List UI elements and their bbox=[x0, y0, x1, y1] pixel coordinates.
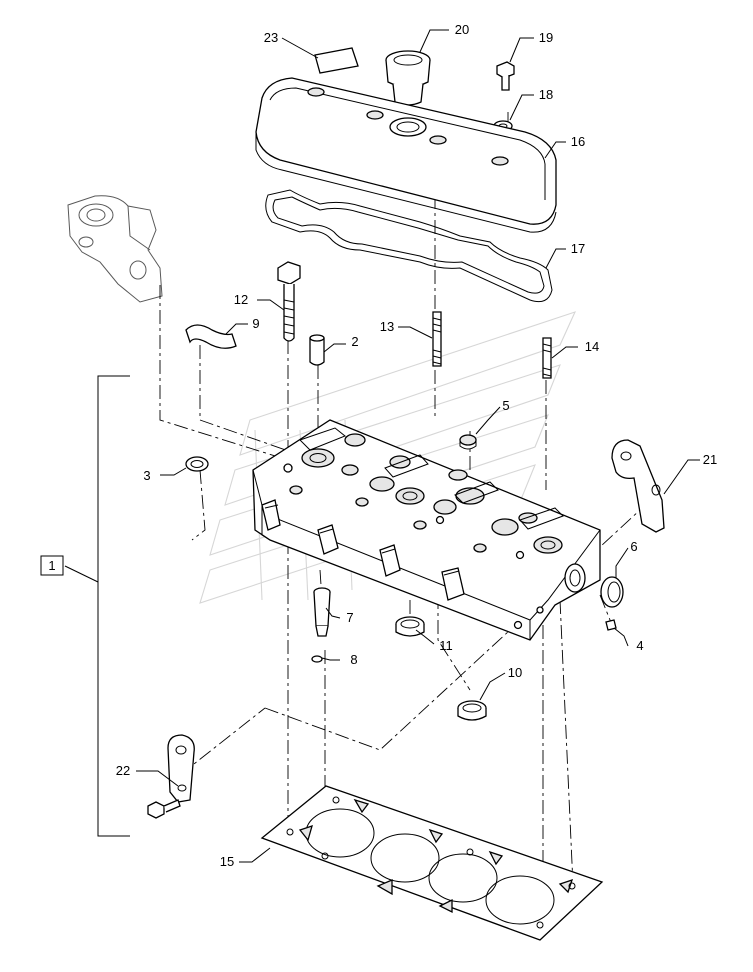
callout-10: 10 bbox=[508, 665, 522, 680]
part-15-head-gasket bbox=[260, 785, 604, 941]
callout-21: 21 bbox=[703, 452, 717, 467]
part-4-plug bbox=[605, 619, 617, 631]
part-19-cover-bolt bbox=[496, 61, 515, 91]
callout-16: 16 bbox=[571, 134, 585, 149]
callout-15: 15 bbox=[220, 854, 234, 869]
part-11-valve-seal bbox=[395, 616, 425, 637]
callout-1: 1 bbox=[48, 558, 55, 573]
part-3-expansion-plug bbox=[185, 456, 209, 472]
part-7-sleeve bbox=[313, 587, 331, 637]
callout-18: 18 bbox=[539, 87, 553, 102]
part-6-seal-ring bbox=[600, 576, 624, 608]
part-13-stud bbox=[432, 311, 442, 367]
callout-14: 14 bbox=[585, 339, 599, 354]
callout-23: 23 bbox=[264, 30, 278, 45]
callout-22: 22 bbox=[116, 763, 130, 778]
callout-9: 9 bbox=[252, 316, 259, 331]
part-20-filler-cap bbox=[385, 50, 431, 106]
callout-17: 17 bbox=[571, 241, 585, 256]
callout-labels: 1 2 3 4 5 6 7 8 9 10 11 12 13 14 15 16 1… bbox=[48, 22, 717, 869]
callout-5: 5 bbox=[502, 398, 509, 413]
part-14-stud bbox=[542, 337, 552, 379]
part-5-expansion-plug bbox=[459, 434, 477, 450]
callout-13: 13 bbox=[380, 319, 394, 334]
part-2-dowel bbox=[309, 334, 325, 366]
callout-12: 12 bbox=[234, 292, 248, 307]
callout-2: 2 bbox=[351, 334, 358, 349]
part-22-lifting-eye bbox=[147, 734, 195, 819]
part-23-label-plate bbox=[314, 47, 359, 74]
callout-3: 3 bbox=[143, 468, 150, 483]
callout-1-box bbox=[40, 555, 64, 576]
callout-7: 7 bbox=[346, 610, 353, 625]
part-8-o-ring bbox=[311, 655, 323, 663]
callout-19: 19 bbox=[539, 30, 553, 45]
cylinder-head-assembly bbox=[252, 419, 601, 641]
assembly-bracket bbox=[64, 375, 130, 837]
part-12-head-bolt bbox=[277, 261, 301, 342]
part-9-hose bbox=[185, 324, 237, 349]
part-16-valve-cover bbox=[255, 77, 557, 233]
callout-4: 4 bbox=[636, 638, 643, 653]
part-17-cover-gasket bbox=[265, 189, 553, 303]
part-21-lifting-bracket bbox=[611, 439, 665, 533]
callout-20: 20 bbox=[455, 22, 469, 37]
manifold-outline bbox=[67, 195, 163, 303]
callout-8: 8 bbox=[350, 652, 357, 667]
callout-6: 6 bbox=[630, 539, 637, 554]
part-10-valve-seal bbox=[457, 700, 487, 721]
callout-11: 11 bbox=[439, 638, 453, 653]
leader-lines bbox=[136, 29, 700, 863]
